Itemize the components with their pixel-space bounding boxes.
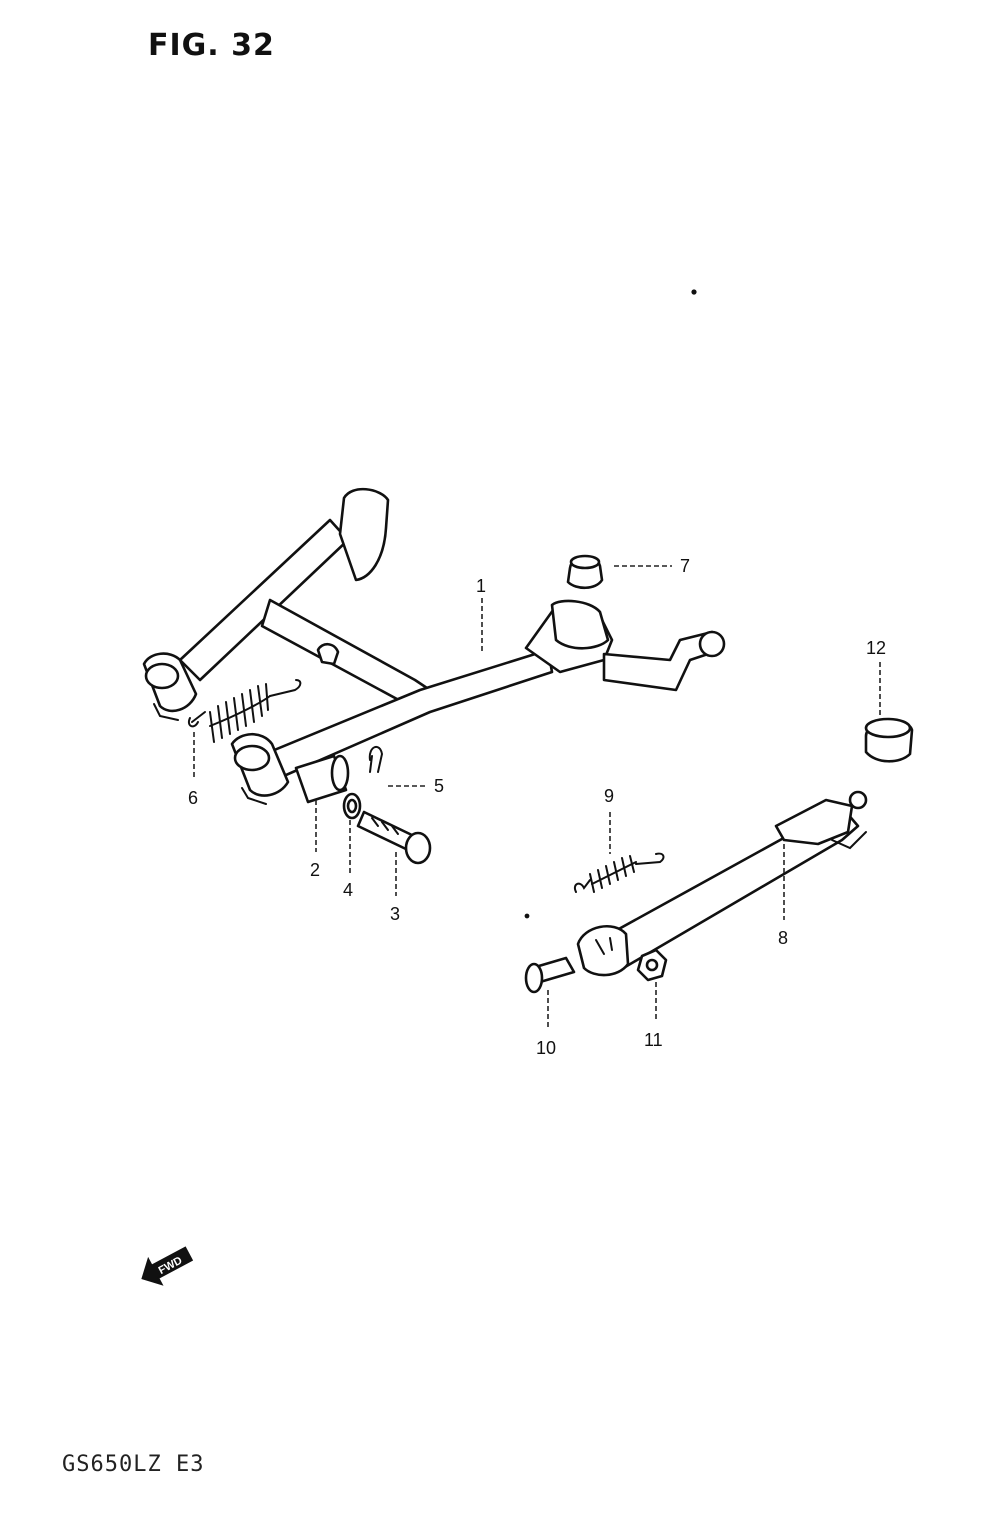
center-stand <box>142 487 726 805</box>
callout-5: 5 <box>434 776 444 796</box>
callout-12: 12 <box>866 638 886 658</box>
rubber-cap <box>566 554 604 590</box>
figure-title: FIG. 32 <box>148 28 275 63</box>
stand-washer <box>342 792 362 820</box>
stand-bushing <box>294 754 350 804</box>
scan-dot <box>524 913 530 919</box>
scan-dot <box>691 289 697 295</box>
callout-1: 1 <box>476 576 486 596</box>
side-stand <box>576 790 868 977</box>
callout-7: 7 <box>680 556 690 576</box>
side-stand-spring <box>574 852 665 893</box>
side-stand-bolt <box>524 956 576 994</box>
stand-spring <box>188 679 302 743</box>
callout-8: 8 <box>778 928 788 948</box>
callout-6: 6 <box>188 788 198 808</box>
callout-numbers: 1 2 3 4 5 6 7 8 9 10 11 12 <box>188 556 886 1058</box>
leader-lines <box>193 565 881 1030</box>
stand-rubber-stopper <box>864 717 914 763</box>
callout-9: 9 <box>604 786 614 806</box>
callout-11: 11 <box>644 1030 663 1050</box>
fwd-label: FWD <box>157 1255 185 1277</box>
callout-4: 4 <box>343 880 353 900</box>
callout-10: 10 <box>536 1038 556 1058</box>
callout-2: 2 <box>310 860 320 880</box>
fwd-arrow-icon: FWD <box>141 1246 194 1286</box>
stand-bolt <box>356 810 432 865</box>
cotter-pin <box>368 745 384 773</box>
side-stand-nut <box>636 948 668 982</box>
callout-3: 3 <box>390 904 400 924</box>
model-code: GS650LZ E3 <box>62 1452 205 1477</box>
